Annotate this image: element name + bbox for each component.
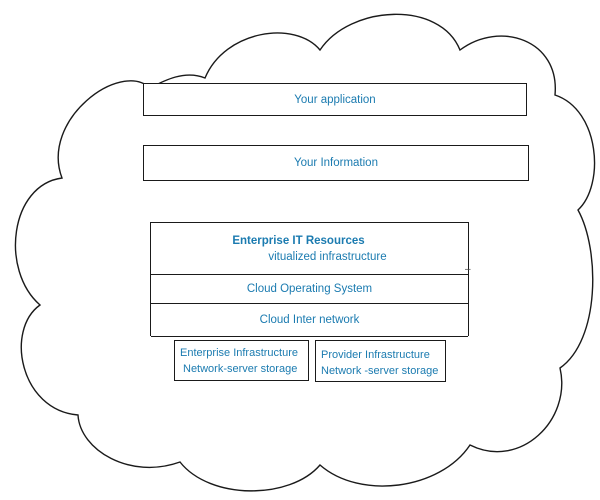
virtualized-infrastructure-label: vitualized infrastructure xyxy=(268,250,387,263)
cloud-outline xyxy=(14,13,596,492)
cloud-operating-system-layer: Cloud Operating System xyxy=(151,275,468,304)
enterprise-infrastructure-box: Enterprise Infrastructure Network-server… xyxy=(174,340,309,381)
enterprise-it-resources-title: Enterprise IT Resources xyxy=(232,234,365,247)
your-information-box: Your Information xyxy=(143,145,529,181)
provider-infrastructure-label: Provider Infrastructure xyxy=(321,349,430,361)
enterprise-network-storage-label: Network-server storage xyxy=(183,363,298,375)
enterprise-it-resources-layer: Enterprise IT Resources vitualized infra… xyxy=(151,223,468,275)
your-information-label: Your Information xyxy=(294,157,378,169)
your-application-box: Your application xyxy=(143,83,527,116)
line-tick-mark: – xyxy=(465,264,471,275)
cloud-internetwork-layer: Cloud Inter network xyxy=(151,304,468,337)
provider-infrastructure-box: Provider Infrastructure Network -server … xyxy=(315,340,446,382)
cloud-stack: Enterprise IT Resources vitualized infra… xyxy=(150,222,469,337)
cloud-internetwork-label: Cloud Inter network xyxy=(259,314,360,326)
enterprise-infrastructure-label: Enterprise Infrastructure xyxy=(180,347,298,359)
cloud-operating-system-label: Cloud Operating System xyxy=(246,283,373,295)
provider-network-storage-label: Network -server storage xyxy=(321,365,439,377)
your-application-label: Your application xyxy=(294,93,376,106)
